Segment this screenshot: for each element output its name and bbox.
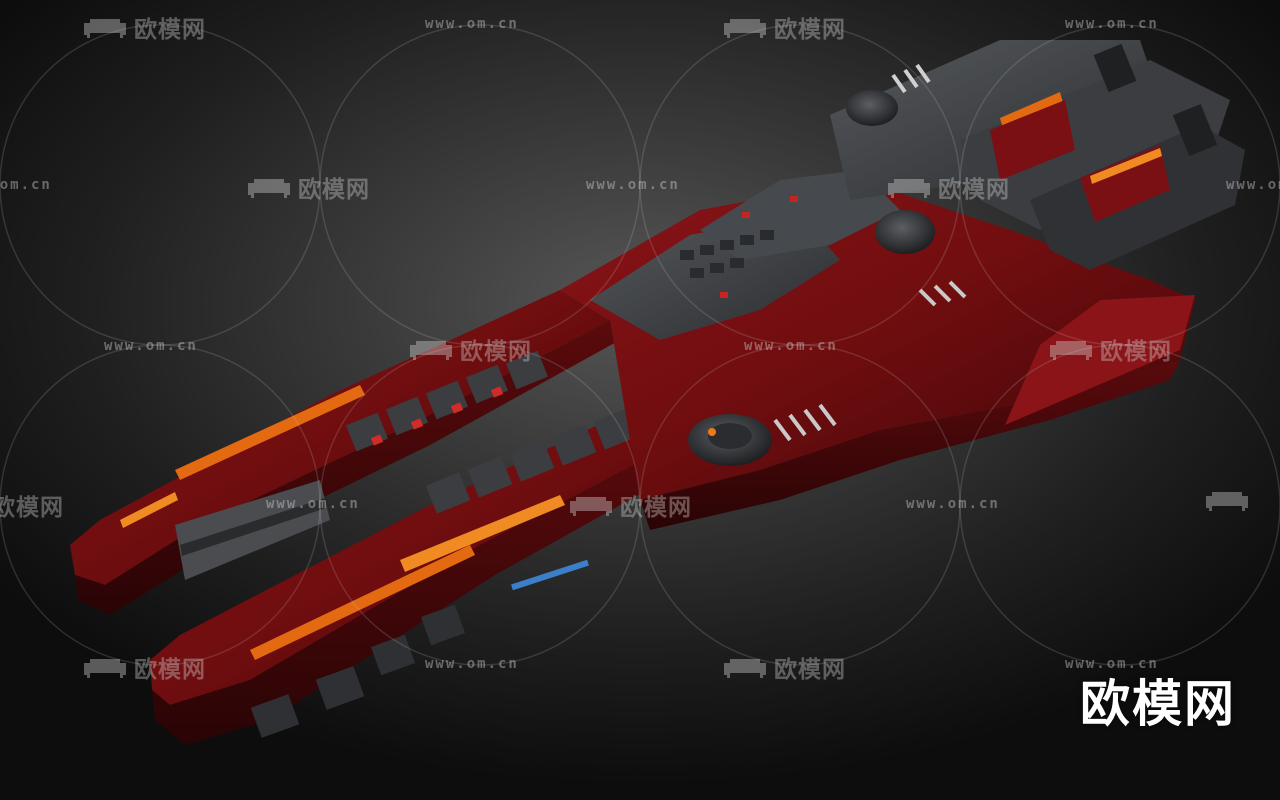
lower-prong	[150, 400, 710, 745]
upper-prong	[70, 290, 620, 615]
engine-pods	[830, 40, 1245, 270]
brand-logo: 欧模网	[1080, 675, 1236, 733]
